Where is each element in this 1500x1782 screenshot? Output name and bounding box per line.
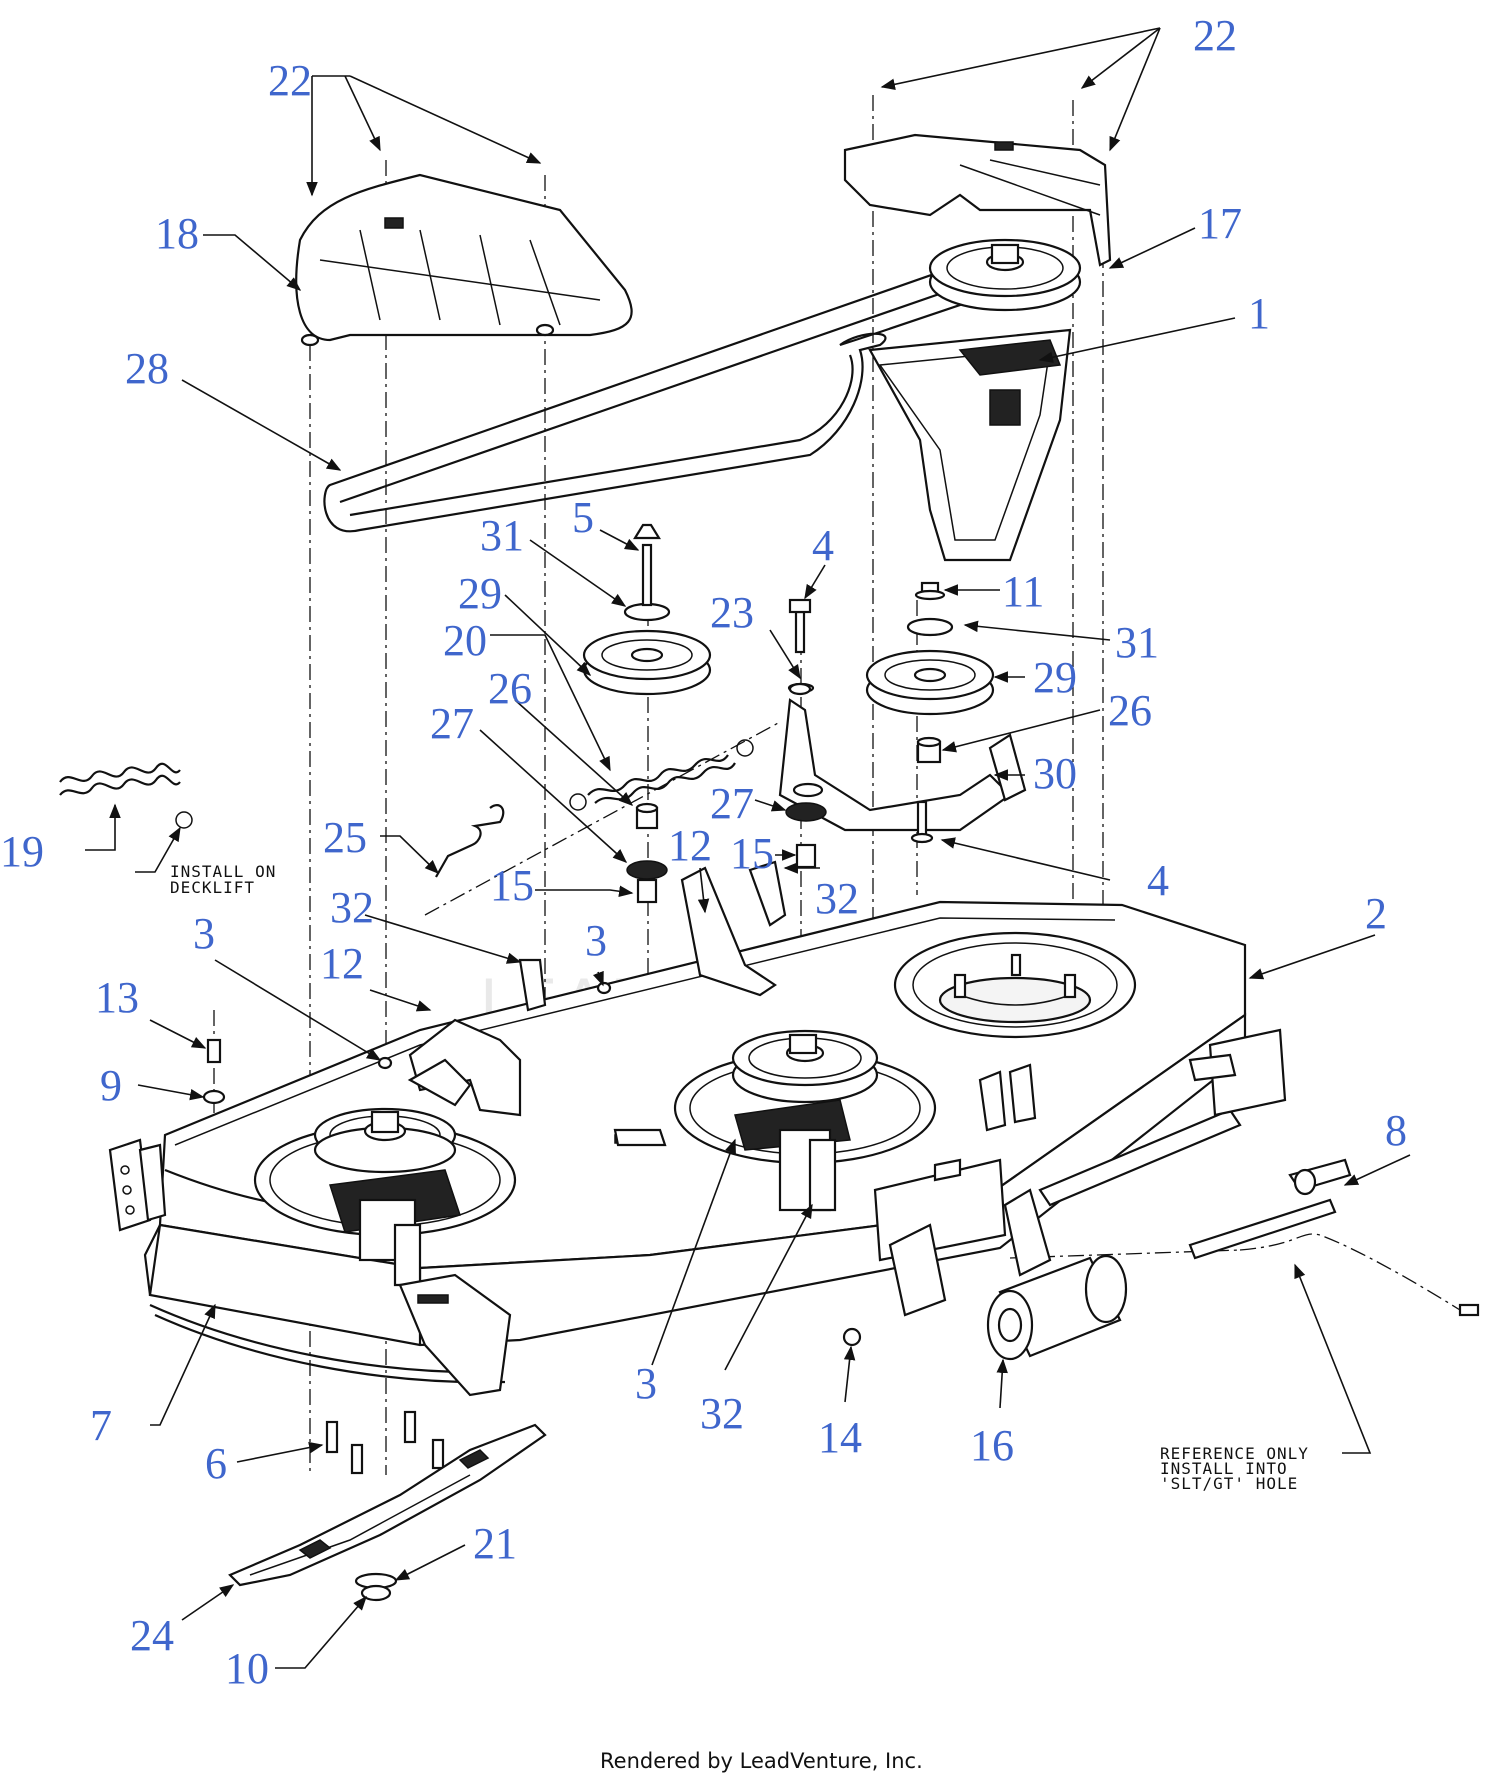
left-idler-pulley bbox=[582, 602, 712, 904]
left-front-bracket bbox=[108, 1138, 167, 1232]
callout-28: 28 bbox=[125, 344, 169, 393]
part-callouts: 1 2 3 3 3 4 4 5 6 7 8 9 10 11 12 12 13 1… bbox=[0, 11, 1407, 1693]
callout-4: 4 bbox=[812, 521, 834, 570]
svg-text:'SLT/GT' HOLE: 'SLT/GT' HOLE bbox=[1160, 1474, 1298, 1493]
callout-5: 5 bbox=[572, 493, 594, 542]
footer-credit: Rendered by LeadVenture, Inc. bbox=[600, 1749, 923, 1773]
right-belt-cover bbox=[843, 133, 1112, 267]
svg-text:INSTALL ON: INSTALL ON bbox=[170, 862, 276, 881]
idler-arm-plate bbox=[778, 328, 1072, 832]
callout-24: 24 bbox=[130, 1611, 174, 1660]
callout-4: 4 bbox=[1147, 856, 1169, 905]
callout-18: 18 bbox=[155, 209, 199, 258]
callout-23: 23 bbox=[710, 588, 754, 637]
callout-9: 9 bbox=[100, 1061, 122, 1110]
callout-1: 1 bbox=[1248, 289, 1270, 338]
callout-30: 30 bbox=[1033, 749, 1077, 798]
callout-15: 15 bbox=[490, 861, 534, 910]
callout-19: 19 bbox=[0, 827, 44, 876]
callout-29: 29 bbox=[458, 569, 502, 618]
note-reference-only: REFERENCE ONLY INSTALL INTO 'SLT/GT' HOL… bbox=[1160, 1444, 1309, 1493]
callout-32: 32 bbox=[330, 883, 374, 932]
svg-text:INSTALL INTO: INSTALL INTO bbox=[1160, 1459, 1288, 1478]
front-axle-area bbox=[398, 1028, 1287, 1397]
axle-rod bbox=[1188, 1158, 1352, 1260]
decklift-spring bbox=[59, 762, 193, 829]
callout-16: 16 bbox=[970, 1421, 1014, 1470]
cutting-blade bbox=[228, 1423, 547, 1587]
callout-3: 3 bbox=[635, 1359, 657, 1408]
callout-21: 21 bbox=[473, 1519, 517, 1568]
gauge-roller bbox=[986, 1254, 1128, 1361]
callout-13: 13 bbox=[95, 973, 139, 1022]
callout-22: 22 bbox=[1193, 11, 1237, 60]
callout-15: 15 bbox=[730, 829, 774, 878]
note-install-on-decklift: INSTALL ON DECKLIFT bbox=[170, 862, 276, 897]
svg-text:REFERENCE ONLY: REFERENCE ONLY bbox=[1160, 1444, 1309, 1463]
callout-14: 14 bbox=[818, 1413, 862, 1462]
callout-27: 27 bbox=[710, 779, 754, 828]
callout-17: 17 bbox=[1198, 199, 1242, 248]
j-hook bbox=[435, 804, 505, 878]
callout-3: 3 bbox=[193, 909, 215, 958]
svg-text:DECKLIFT: DECKLIFT bbox=[170, 878, 255, 897]
callout-31: 31 bbox=[480, 511, 524, 560]
callout-31: 31 bbox=[1115, 618, 1159, 667]
callout-27: 27 bbox=[430, 699, 474, 748]
callout-2: 2 bbox=[1365, 889, 1387, 938]
callout-3: 3 bbox=[585, 916, 607, 965]
callout-32: 32 bbox=[815, 874, 859, 923]
callout-11: 11 bbox=[1002, 567, 1044, 616]
callout-25: 25 bbox=[323, 813, 367, 862]
callout-7: 7 bbox=[90, 1401, 112, 1450]
callout-29: 29 bbox=[1033, 653, 1077, 702]
blade-bolts bbox=[325, 1410, 445, 1475]
callout-32: 32 bbox=[700, 1389, 744, 1438]
right-spindle-opening bbox=[893, 931, 1137, 1039]
callout-8: 8 bbox=[1385, 1106, 1407, 1155]
leader-lines bbox=[85, 27, 1411, 1669]
center-spindle-assembly bbox=[613, 1029, 937, 1212]
callout-26: 26 bbox=[488, 664, 532, 713]
callout-26: 26 bbox=[1108, 686, 1152, 735]
callout-20: 20 bbox=[443, 616, 487, 665]
callout-6: 6 bbox=[205, 1439, 227, 1488]
right-idler-pulley bbox=[785, 617, 995, 869]
left-belt-cover bbox=[295, 173, 633, 347]
callout-22: 22 bbox=[268, 56, 312, 105]
reference-cable bbox=[1239, 1233, 1480, 1317]
left-spindle-assembly bbox=[253, 1107, 517, 1287]
callout-12: 12 bbox=[668, 821, 712, 870]
main-drive-pulley bbox=[928, 238, 1082, 426]
callout-10: 10 bbox=[225, 1644, 269, 1693]
bolts-and-nuts bbox=[633, 523, 946, 694]
callout-12: 12 bbox=[320, 939, 364, 988]
